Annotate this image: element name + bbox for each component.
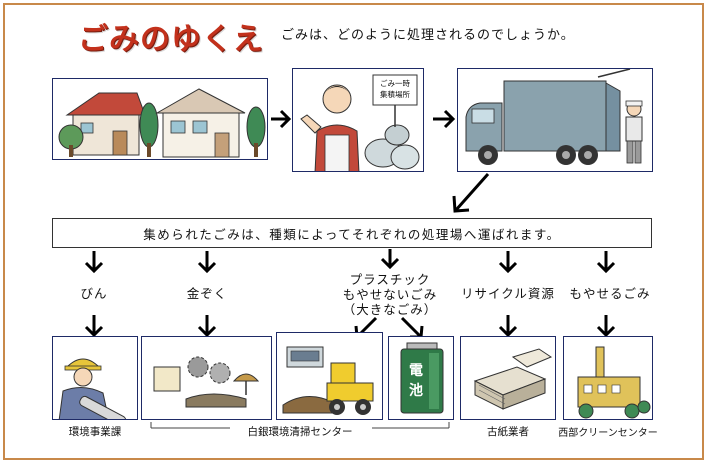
page-subtitle: ごみは、どのように処理されるのでしょうか。	[281, 28, 575, 43]
garbage-truck-illustration	[457, 68, 653, 172]
arrow-right-icon	[271, 109, 292, 129]
worker-illustration	[52, 336, 138, 420]
category-recyclables-label: リサイクル資源	[461, 286, 555, 301]
category-burnable-label: もやせるごみ	[569, 286, 651, 301]
page-title: ごみのゆくえ	[78, 22, 264, 57]
category-burnable: もやせるごみ	[562, 286, 658, 301]
category-large-label: （大きなごみ）	[342, 302, 438, 317]
arrow-down-icon	[498, 315, 518, 338]
category-plastic-nonburnable: プラスチック もやせないごみ （大きなごみ）	[336, 272, 444, 317]
metal-sorting-illustration	[141, 336, 272, 420]
battery-label-2: 池	[409, 383, 423, 399]
arrow-down-icon	[197, 315, 217, 338]
category-recyclables: リサイクル資源	[456, 286, 560, 301]
category-metal-label: 金ぞく	[186, 286, 228, 301]
arrow-down-icon	[84, 251, 104, 274]
collection-sign-line2: 集積場所	[380, 90, 410, 99]
category-bottles: びん	[64, 286, 124, 301]
arrow-down-icon	[596, 251, 616, 274]
category-nonburnable-label: もやせないごみ	[342, 287, 438, 302]
category-plastic-label: プラスチック	[349, 272, 431, 287]
collection-sign: ごみ一時 集積場所	[374, 78, 416, 100]
facility-paper-dealer: 古紙業者	[487, 426, 529, 438]
arrow-down-icon	[596, 315, 616, 338]
arrow-down-icon	[197, 251, 217, 274]
category-metal: 金ぞく	[174, 286, 240, 301]
facility-bracket	[150, 422, 450, 429]
arrow-down-icon	[84, 315, 104, 338]
category-bottles-label: びん	[80, 286, 108, 301]
incinerator-illustration	[563, 336, 653, 420]
facility-western-clean-center: 西部クリーンセンター	[558, 428, 658, 439]
battery-label: 電 池	[403, 361, 429, 401]
collection-sign-line1: ごみ一時	[380, 79, 410, 88]
outer-frame	[3, 3, 704, 460]
battery-label-1: 電	[409, 363, 423, 379]
houses-illustration	[52, 78, 268, 160]
arrow-down-left-icon	[452, 173, 490, 213]
collection-point-illustration: ごみ一時 集積場所	[292, 68, 424, 172]
facility-env-dept: 環境事業課	[68, 426, 122, 438]
bulldozer-illustration	[276, 332, 383, 420]
arrow-down-icon	[498, 251, 518, 274]
arrow-down-icon	[380, 249, 400, 270]
facility-shirogane-center: 白銀環境清掃センター	[247, 426, 353, 438]
process-banner: 集められたごみは、種類によってそれぞれの処理場へ運ばれます。	[52, 218, 652, 248]
battery-illustration: 電 池	[388, 336, 454, 420]
arrow-right-icon	[433, 109, 456, 129]
paper-stack-illustration	[460, 336, 556, 420]
